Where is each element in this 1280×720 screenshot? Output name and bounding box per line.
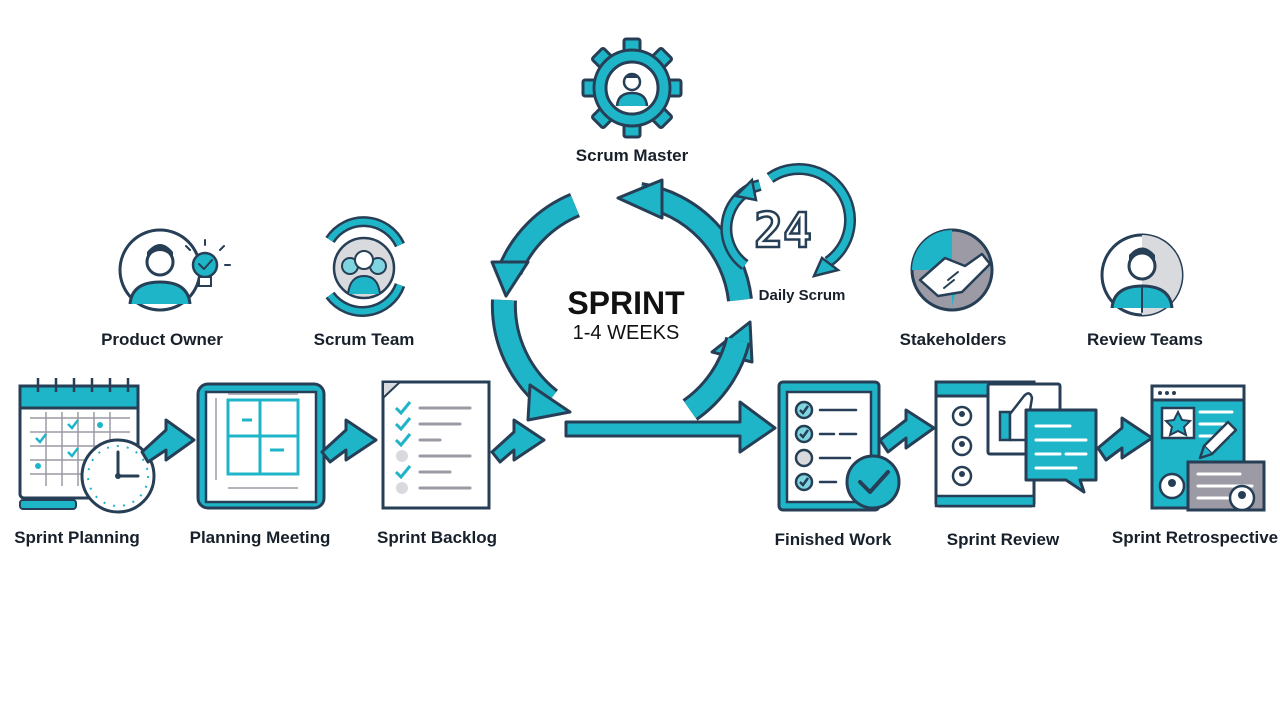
sprint-title: SPRINT <box>567 285 685 321</box>
check-icon <box>394 401 412 480</box>
checklist-icon <box>381 380 491 510</box>
review-window-icon <box>934 380 1036 508</box>
planning-meeting: Planning Meeting <box>190 382 331 547</box>
sprint-duration: 1-4 WEEKS <box>573 322 680 344</box>
cycle-exit-arrow <box>564 400 777 454</box>
sprint-cycle: SPRINT 1-4 WEEKS <box>490 178 777 454</box>
sprint-retrospective: Sprint Retrospective <box>1112 384 1278 547</box>
check-circle-icon <box>845 454 901 510</box>
sprint-backlog: Sprint Backlog <box>377 380 497 547</box>
cycle-arrowhead-top <box>616 178 664 220</box>
planning-meeting-label: Planning Meeting <box>190 528 331 547</box>
sprint-planning: Sprint Planning <box>14 378 156 547</box>
comment-card-icon <box>1186 460 1266 512</box>
scrum-team-label: Scrum Team <box>314 330 415 349</box>
person-icon <box>1100 233 1184 317</box>
pencil-icon <box>1198 420 1238 460</box>
review-teams: Review Teams <box>1087 233 1203 349</box>
cycle-arrowhead-left <box>490 260 530 298</box>
person-icon <box>615 72 649 107</box>
product-owner: Product Owner <box>101 228 231 349</box>
person-icon <box>118 228 202 312</box>
flow-arrow <box>490 418 546 464</box>
check-icon <box>35 419 79 458</box>
daily-scrum: 24 Daily Scrum <box>720 162 857 304</box>
stakeholders-label: Stakeholders <box>900 330 1007 349</box>
review-teams-label: Review Teams <box>1087 330 1203 349</box>
lightbulb-icon <box>185 239 231 287</box>
daily-scrum-label: Daily Scrum <box>759 287 846 304</box>
flow-arrow <box>320 418 378 464</box>
handshake-icon <box>910 228 994 312</box>
product-owner-label: Product Owner <box>101 330 223 349</box>
sprint-backlog-label: Sprint Backlog <box>377 528 497 547</box>
gear-icon <box>581 37 683 139</box>
finished-work: Finished Work <box>775 380 901 549</box>
sprint-retrospective-label: Sprint Retrospective <box>1112 528 1278 547</box>
star-icon <box>1163 409 1193 437</box>
sprint-planning-label: Sprint Planning <box>14 528 140 547</box>
clock-icon <box>80 438 156 514</box>
finished-work-label: Finished Work <box>775 530 892 549</box>
sprint-review: Sprint Review <box>934 380 1098 549</box>
scrum-master-label: Scrum Master <box>576 146 689 165</box>
scrum-team: Scrum Team <box>314 216 415 349</box>
flow-arrow <box>140 418 196 464</box>
stakeholders: Stakeholders <box>900 228 1007 349</box>
cycle-arrowhead-bottom <box>526 383 572 422</box>
sprint-review-label: Sprint Review <box>947 530 1060 549</box>
avatar-icon <box>1158 472 1256 512</box>
chat-bubble-icon <box>1024 408 1098 494</box>
scrum-master: Scrum Master <box>576 37 689 165</box>
flow-arrow <box>878 408 936 454</box>
blueprint-icon <box>196 382 326 510</box>
daily-scrum-number: 24 <box>754 203 812 259</box>
team-icon <box>325 216 406 317</box>
flow-arrow <box>1096 416 1154 462</box>
